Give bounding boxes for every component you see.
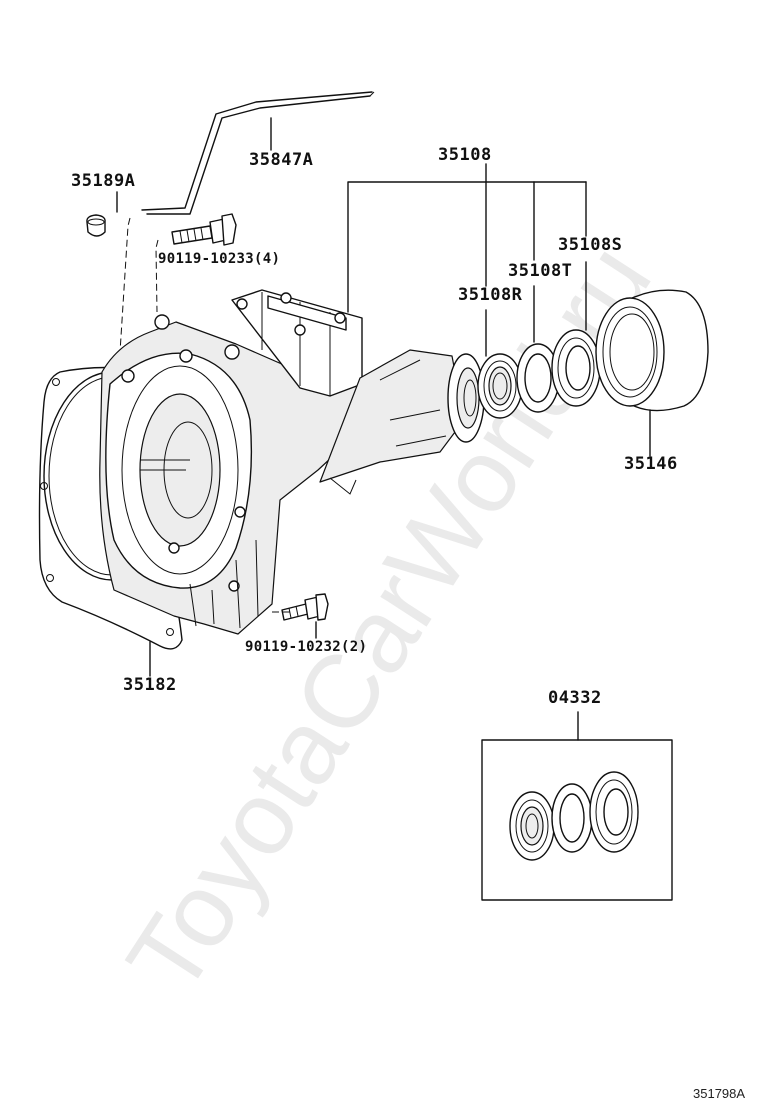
upper-bolt [171, 213, 237, 246]
breather-tube [141, 91, 375, 215]
label-35847a: 35847A [249, 150, 314, 170]
repair-kit-box [481, 739, 673, 901]
guide-lines [118, 217, 290, 613]
lower-bolt [281, 593, 329, 621]
label-35146: 35146 [624, 454, 678, 474]
label-35108t: 35108T [508, 261, 573, 281]
leader-lines [116, 117, 651, 741]
label-35189a: 35189A [71, 171, 136, 191]
label-35182: 35182 [123, 675, 177, 695]
label-35108: 35108 [438, 145, 492, 165]
cover-sleeve [595, 289, 709, 412]
label-35108r: 35108R [458, 285, 523, 305]
oil-seal [477, 353, 523, 419]
label-35108s: 35108S [558, 235, 623, 255]
dust-seal [551, 329, 601, 407]
label-bolt-upper: 90119-10233(4) [158, 251, 281, 267]
breather-cap [86, 214, 106, 237]
label-bolt-lower: 90119-10232(2) [245, 639, 368, 655]
diagram-reference: 351798A [693, 1086, 746, 1101]
extension-housing [99, 289, 485, 635]
label-04332: 04332 [548, 688, 602, 708]
